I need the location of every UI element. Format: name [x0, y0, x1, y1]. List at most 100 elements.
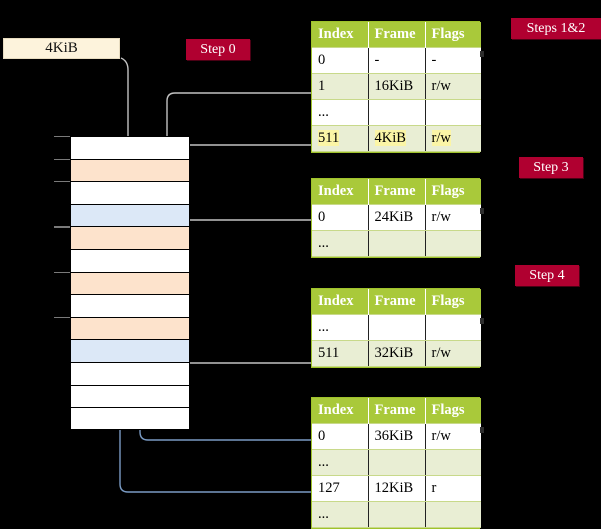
memory-frame-row [70, 203, 190, 227]
table-row[interactable]: 0-- [312, 47, 481, 74]
column-header-frame: Frame [368, 398, 426, 424]
memory-frame-row [70, 136, 190, 159]
table-cell [367, 99, 426, 126]
table-cell: 127 [312, 475, 369, 502]
table-cell: ... [312, 230, 369, 257]
table-cell: 32KiB [367, 340, 426, 367]
column-header-frame: Frame [368, 22, 426, 48]
column-header-flags: Flags [425, 289, 481, 315]
column-header-flags: Flags [425, 22, 481, 48]
connector-t4-row127-to-frame [112, 336, 311, 493]
table-cell [424, 230, 481, 257]
memory-frame-tick [54, 271, 70, 273]
memory-frame-tick [54, 226, 70, 228]
table-cell [367, 314, 426, 341]
memory-frame-row [70, 407, 190, 430]
column-header-index: Index [312, 22, 369, 48]
table-cell: ... [312, 99, 369, 126]
table-cell: ... [312, 501, 369, 528]
badge-step-0: Step 0 [186, 39, 250, 60]
column-header-frame: Frame [368, 289, 426, 315]
connector-t4-row0-to-frame [132, 221, 311, 441]
memory-frame-row [70, 316, 190, 340]
column-header-flags: Flags [425, 398, 481, 424]
table-cell: 1 [312, 73, 369, 100]
memory-frame-tick [54, 158, 70, 160]
connector-t1-row1-to-frame [171, 144, 311, 160]
table-cell: 24KiB [367, 204, 426, 231]
table-cell: r/w [424, 423, 481, 450]
table-row[interactable]: ... [312, 99, 481, 126]
table-cell: ... [312, 314, 369, 341]
memory-frame-row [70, 249, 190, 272]
memory-frame-row [70, 294, 190, 317]
connector-t2-row0-to-frame [176, 219, 311, 252]
table-edge-nub [480, 318, 484, 324]
memory-frame-row [70, 181, 190, 204]
column-header-flags: Flags [425, 179, 481, 205]
connector-t1-511-to-frame [166, 92, 311, 154]
memory-frame-tick [54, 316, 70, 319]
memory-frame-row [70, 226, 190, 249]
table-row[interactable]: ... [312, 449, 481, 476]
column-header-index: Index [312, 289, 369, 315]
column-header-index: Index [312, 179, 369, 205]
table-edge-nub [480, 427, 484, 433]
table-cell [424, 449, 481, 476]
table-cell [367, 230, 426, 257]
memory-frame-row [70, 339, 190, 362]
table-row[interactable]: ... [312, 314, 481, 341]
table-cell: r [424, 475, 481, 502]
badge-step-3: Step 3 [519, 157, 583, 178]
table-edge-nub [480, 208, 484, 214]
table-edge-nub [480, 51, 484, 57]
table-cell: 0 [312, 204, 369, 231]
connector-4kib-to-frame [120, 57, 135, 154]
table-row[interactable]: ... [312, 501, 481, 528]
connector-t2-to-frame-2 [178, 222, 311, 292]
table-cell: - [367, 47, 426, 74]
table-cell: - [424, 47, 481, 74]
physical-memory-column [70, 136, 190, 430]
column-header-index: Index [312, 398, 369, 424]
table-cell: 4KiB [367, 125, 426, 152]
column-header-frame: Frame [368, 179, 426, 205]
memory-frame-row [70, 158, 190, 182]
table-cell: 0 [312, 423, 369, 450]
table-cell: 511 [312, 125, 369, 152]
memory-frame-row [70, 384, 190, 408]
table-cell: 16KiB [367, 73, 426, 100]
table-cell: 511 [312, 340, 369, 367]
memory-frame-tick [54, 136, 70, 138]
table-cell: r/w [424, 204, 481, 231]
table-cell: 12KiB [367, 475, 426, 502]
table-cell [424, 501, 481, 528]
memory-frame-tick [54, 181, 70, 183]
memory-frame-row [70, 362, 190, 385]
table-cell: 36KiB [367, 423, 426, 450]
table-row[interactable]: ... [312, 230, 481, 257]
table-cell [424, 314, 481, 341]
badge-step-4: Step 4 [515, 265, 579, 286]
table-cell [424, 99, 481, 126]
table-cell: 0 [312, 47, 369, 74]
table-cell: r/w [424, 125, 481, 152]
table-cell: r/w [424, 340, 481, 367]
table-cell [367, 501, 426, 528]
table-cell: r/w [424, 73, 481, 100]
size-label-4kib: 4KiB [3, 38, 120, 59]
